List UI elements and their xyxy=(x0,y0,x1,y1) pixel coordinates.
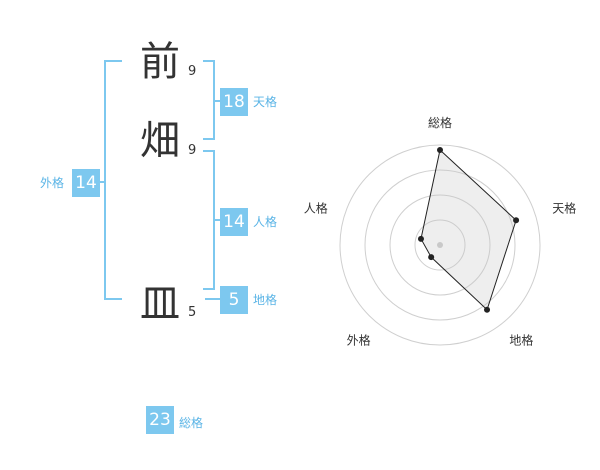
radar-axis-label: 地格 xyxy=(509,332,533,347)
stroke-count-1: 9 xyxy=(188,64,197,79)
jinkaku-tick xyxy=(215,219,221,221)
jinkaku-bracket xyxy=(203,150,215,290)
tenkaku-bracket xyxy=(203,60,215,140)
radar-ring xyxy=(414,219,466,271)
stroke-count-3: 5 xyxy=(188,305,197,320)
radar-center-point xyxy=(437,242,443,248)
name-char-3: 皿 xyxy=(140,281,180,327)
radar-data-point xyxy=(484,306,491,313)
radar-data-point xyxy=(417,235,424,242)
jinkaku-badge: 14 xyxy=(220,208,248,236)
radar-axis-label: 人格 xyxy=(304,201,328,216)
radar-ring xyxy=(389,194,491,296)
radar-ring xyxy=(364,169,516,321)
tenkaku-label: 天格 xyxy=(253,95,278,109)
stroke-count-2: 9 xyxy=(188,143,197,158)
soukaku-label: 総格 xyxy=(179,416,204,430)
gaikaku-badge: 14 xyxy=(72,169,100,197)
chikaku-tick xyxy=(205,298,220,300)
chikaku-label: 地格 xyxy=(253,293,278,307)
gaikaku-label: 外格 xyxy=(40,176,65,190)
radar-axis-label: 天格 xyxy=(552,201,576,216)
chikaku-badge: 5 xyxy=(220,286,248,314)
soukaku-badge: 23 xyxy=(146,406,174,434)
radar-data-polygon xyxy=(420,149,517,311)
radar-ring xyxy=(339,144,541,346)
radar-data-point xyxy=(437,147,443,153)
radar-data-point xyxy=(513,217,520,224)
jinkaku-label: 人格 xyxy=(253,215,278,229)
name-char-2: 畑 xyxy=(140,118,180,164)
radar-axis-label: 外格 xyxy=(347,332,371,347)
name-char-1: 前 xyxy=(140,39,180,85)
tenkaku-tick xyxy=(215,100,221,102)
tenkaku-badge: 18 xyxy=(220,88,248,116)
gaikaku-bracket xyxy=(104,60,122,300)
radar-data-point xyxy=(428,254,435,261)
radar-axis-label: 総格 xyxy=(428,115,452,130)
